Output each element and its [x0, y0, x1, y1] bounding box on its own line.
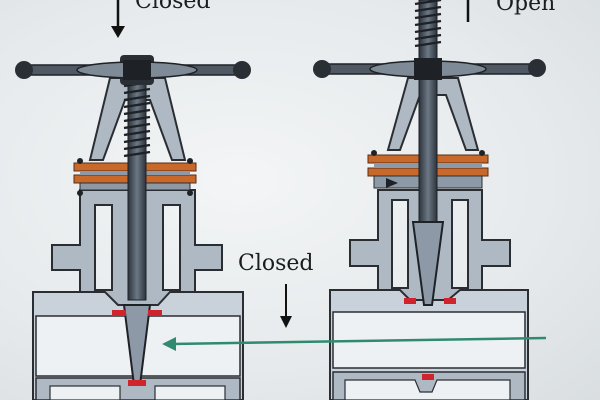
left-yoke [88, 77, 187, 161]
right-yoke [386, 77, 480, 151]
right-spring [414, 0, 442, 48]
left-closed-indicator: Closed [111, 0, 211, 38]
left-handwheel [15, 55, 251, 85]
left-valve [15, 55, 251, 400]
right-stem [418, 0, 438, 226]
middle-closed-indicator: Closed [238, 251, 314, 328]
middle-closed-label: Closed [238, 251, 314, 276]
right-valve [313, 0, 546, 400]
right-open-indicator: Open [466, 0, 555, 22]
left-spring [123, 80, 151, 158]
right-seal [404, 298, 416, 304]
right-handwheel [313, 58, 546, 80]
left-closed-label: Closed [135, 0, 211, 14]
left-seal [112, 310, 126, 316]
flow-arrow [162, 336, 547, 351]
right-pipe-body [329, 289, 529, 400]
right-open-label: Open [496, 0, 555, 16]
right-gate-wedge [411, 221, 445, 306]
